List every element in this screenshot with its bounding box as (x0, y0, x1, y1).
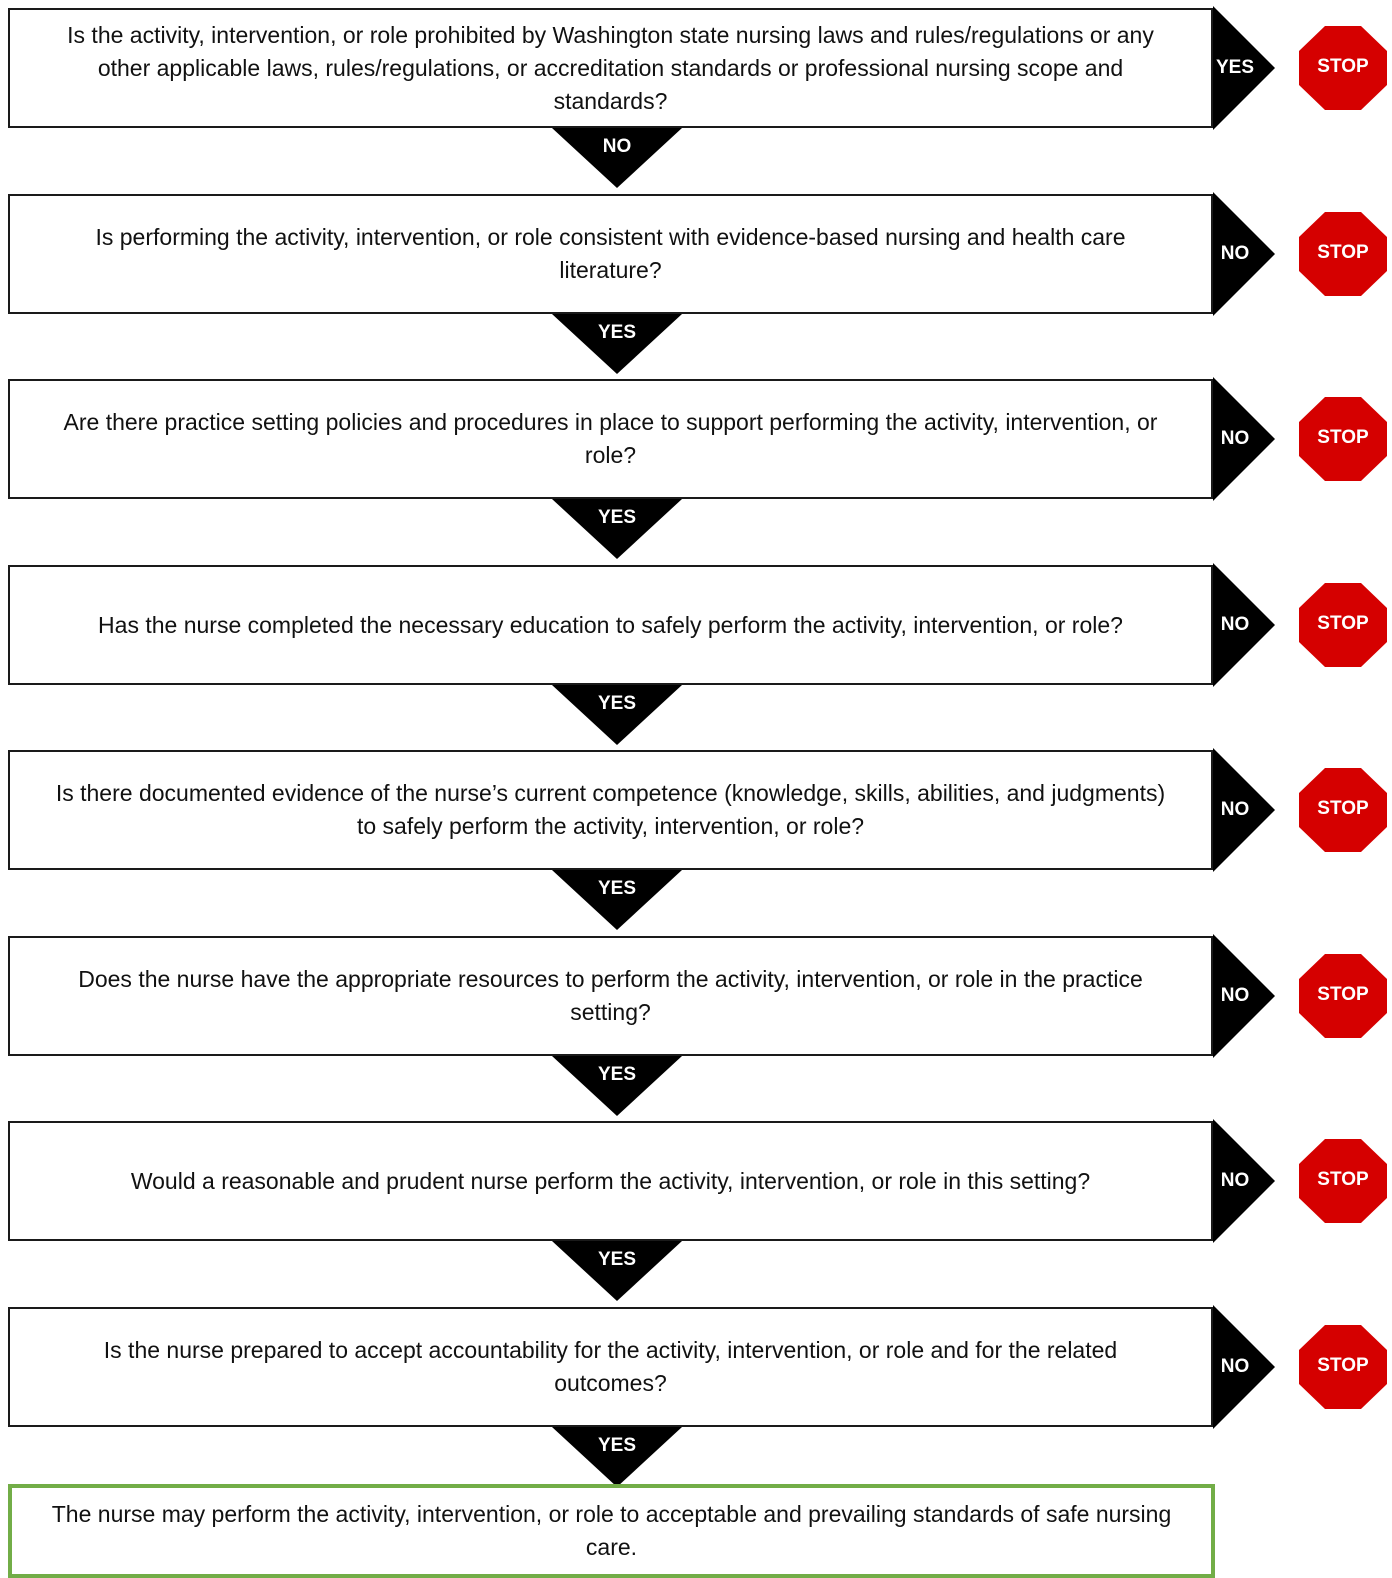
stop-label: STOP (1317, 427, 1369, 448)
stop-sign-icon (1299, 583, 1387, 667)
arrow-down-icon (552, 499, 682, 559)
arrow-down-icon (552, 128, 682, 188)
question-box: Has the nurse completed the necessary ed… (8, 565, 1213, 685)
stop-label: STOP (1317, 984, 1369, 1005)
stop-label: STOP (1317, 242, 1369, 263)
arrow-down-icon (552, 870, 682, 930)
branch-label-continue: YES (597, 322, 637, 343)
arrow-down-icon (552, 685, 682, 745)
question-box: Does the nurse have the appropriate reso… (8, 936, 1213, 1056)
stop-sign-icon (1299, 26, 1387, 110)
question-text: Has the nurse completed the necessary ed… (98, 611, 1123, 638)
question-box: Would a reasonable and prudent nurse per… (8, 1121, 1213, 1241)
branch-label-stop: NO (1220, 985, 1250, 1006)
stop-label: STOP (1317, 1169, 1369, 1190)
arrow-right-icon (1213, 934, 1275, 1058)
arrow-right-icon (1213, 377, 1275, 501)
branch-label-continue: YES (597, 878, 637, 899)
branch-label-continue: YES (597, 1064, 637, 1085)
outcome-text: The nurse may perform the activity, inte… (51, 1501, 1172, 1560)
branch-label-continue: YES (597, 1435, 637, 1456)
question-box: Is the nurse prepared to accept accounta… (8, 1307, 1213, 1427)
question-text: Does the nurse have the appropriate reso… (78, 966, 1143, 1025)
branch-label-stop: NO (1220, 1356, 1250, 1377)
question-text: Would a reasonable and prudent nurse per… (130, 1167, 1091, 1194)
arrow-right-icon (1213, 192, 1275, 316)
stop-sign-icon (1299, 954, 1387, 1038)
branch-label-stop: NO (1220, 1170, 1250, 1191)
stop-label: STOP (1317, 613, 1369, 634)
branch-label-continue: NO (602, 136, 632, 157)
branch-label-continue: YES (597, 693, 637, 714)
arrow-right-icon (1213, 748, 1275, 872)
arrow-down-icon (552, 314, 682, 374)
question-text: Is there documented evidence of the nurs… (55, 780, 1166, 839)
question-box: Are there practice setting policies and … (8, 379, 1213, 499)
stop-sign-icon (1299, 1325, 1387, 1409)
branch-label-stop: NO (1220, 614, 1250, 635)
arrow-right-icon (1213, 6, 1275, 130)
branch-label-stop: NO (1220, 428, 1250, 449)
question-text: Are there practice setting policies and … (63, 409, 1158, 468)
question-box: Is the activity, intervention, or role p… (8, 8, 1213, 128)
stop-sign-icon (1299, 397, 1387, 481)
arrow-right-icon (1213, 563, 1275, 687)
question-text: Is the activity, intervention, or role p… (67, 21, 1154, 114)
branch-label-continue: YES (597, 1249, 637, 1270)
branch-label-stop: NO (1220, 243, 1250, 264)
stop-label: STOP (1317, 798, 1369, 819)
question-box: Is there documented evidence of the nurs… (8, 750, 1213, 870)
arrow-down-icon (552, 1427, 682, 1487)
stop-sign-icon (1299, 1139, 1387, 1223)
branch-label-stop: NO (1220, 799, 1250, 820)
arrow-down-icon (552, 1056, 682, 1116)
question-text: Is performing the activity, intervention… (95, 224, 1126, 283)
branch-label-stop: YES (1215, 57, 1255, 78)
stop-label: STOP (1317, 1355, 1369, 1376)
question-box: Is performing the activity, intervention… (8, 194, 1213, 314)
branch-label-continue: YES (597, 507, 637, 528)
question-text: Is the nurse prepared to accept accounta… (103, 1337, 1118, 1396)
stop-label: STOP (1317, 56, 1369, 77)
outcome-box: The nurse may perform the activity, inte… (8, 1484, 1215, 1578)
arrow-right-icon (1213, 1305, 1275, 1429)
arrow-right-icon (1213, 1119, 1275, 1243)
stop-sign-icon (1299, 212, 1387, 296)
stop-sign-icon (1299, 768, 1387, 852)
arrow-down-icon (552, 1241, 682, 1301)
